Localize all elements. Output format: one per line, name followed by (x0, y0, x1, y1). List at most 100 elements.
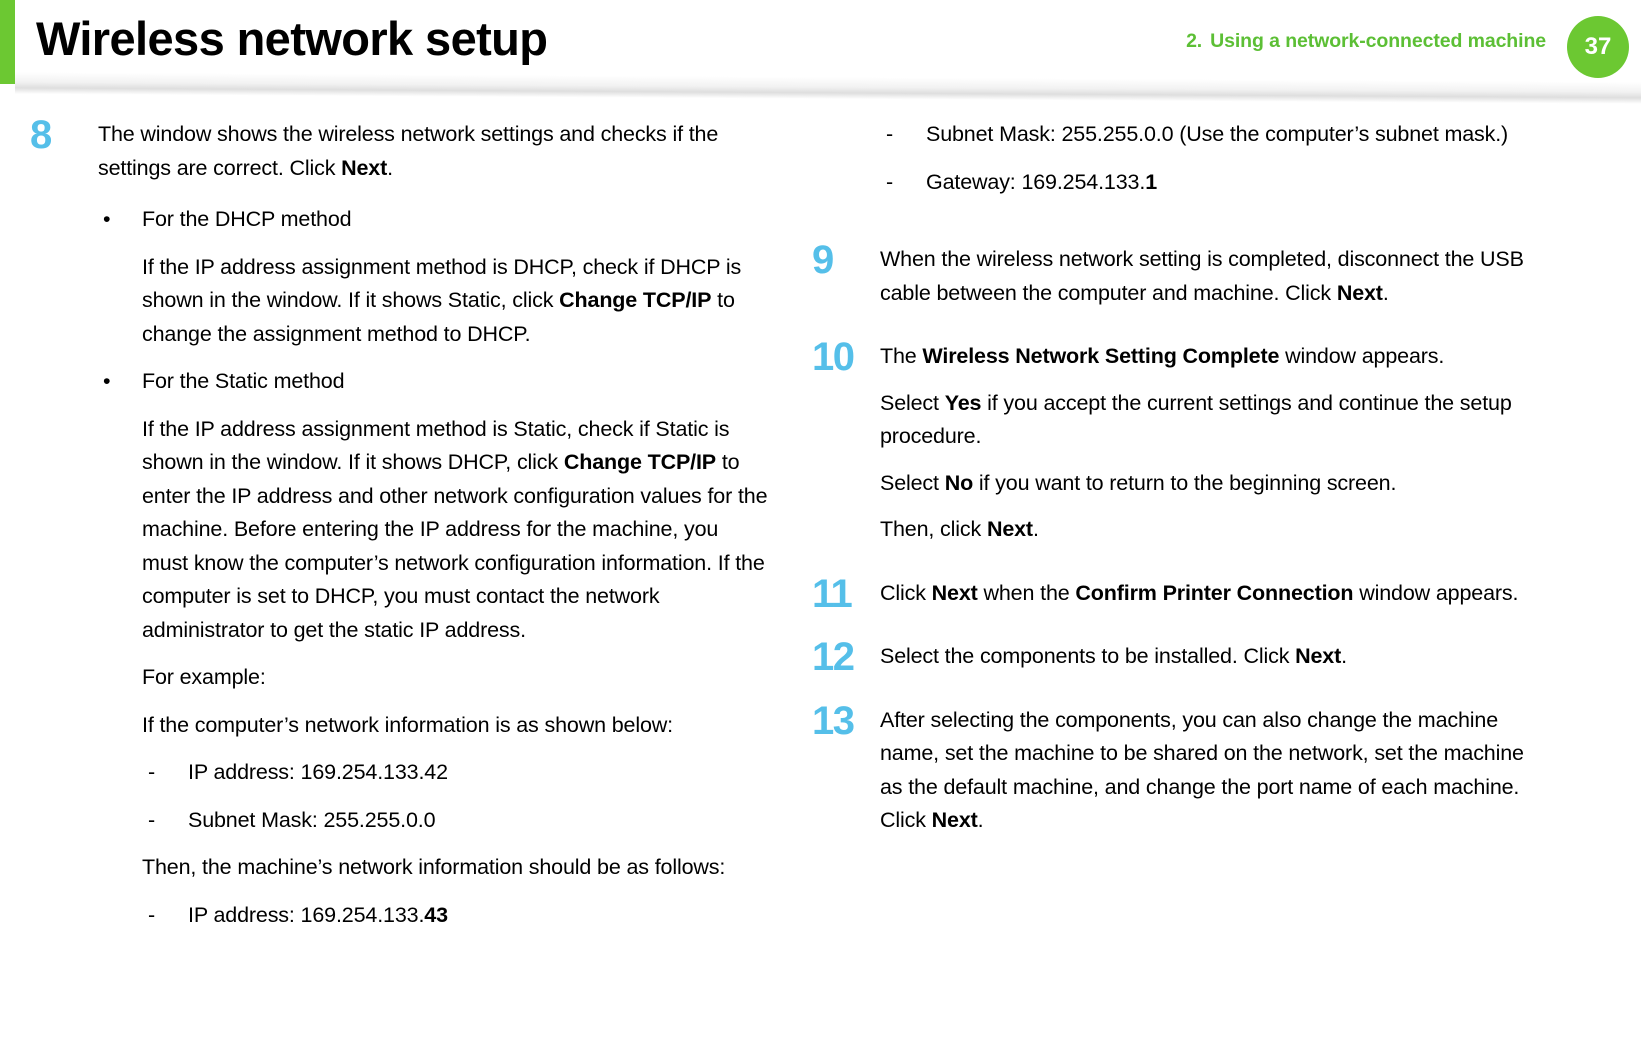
step-11: 11 Click Next when the Confirm Printer C… (812, 573, 1552, 615)
bold-window-name: Confirm Printer Connection (1075, 580, 1354, 605)
text-fragment: If the IP address assignment method is D… (142, 254, 742, 313)
step-body: The window shows the wireless network se… (98, 118, 770, 932)
step-body: The Wireless Network Setting Complete wi… (880, 340, 1552, 547)
text-fragment: . (1032, 517, 1039, 541)
text-fragment: if you want to return to the beginning s… (973, 470, 1397, 495)
step-12: 12 Select the components to be installed… (812, 636, 1552, 678)
left-column: 8 The window shows the wireless network … (30, 114, 770, 954)
step-body: Select the components to be installed. C… (880, 640, 1552, 674)
step-number: 10 (812, 335, 855, 379)
step-paragraph: The Wireless Network Setting Complete wi… (880, 340, 1552, 374)
text-fragment: . (977, 808, 984, 832)
green-accent-bar (0, 0, 15, 84)
page-content: 8 The window shows the wireless network … (0, 114, 1641, 1051)
machine-network-intro: Then, the machine’s network information … (142, 855, 726, 879)
computer-network-intro: If the computer’s network information is… (142, 712, 673, 737)
page-number-badge: 37 (1567, 16, 1629, 78)
step-number: 13 (812, 698, 855, 743)
text-fragment: . (1341, 644, 1347, 668)
bold-yes: Yes (944, 390, 982, 415)
value-text: IP address: 169.254.133.42 (188, 760, 448, 784)
chapter-number: 2. (1186, 30, 1203, 52)
list-item: - IP address: 169.254.133.43 (142, 899, 770, 933)
text-fragment: Select (880, 390, 945, 415)
value-text: Gateway: 169.254.133. (926, 169, 1146, 194)
step-paragraph: Click Next when the Confirm Printer Conn… (880, 577, 1552, 611)
bold-window-name: Wireless Network Setting Complete (922, 344, 1280, 368)
bullet-paragraph: If the IP address assignment method is S… (142, 413, 770, 648)
bullet-item-static: • For the Static method If the IP addres… (98, 365, 770, 932)
computer-values-list: - IP address: 169.254.133.42 - Subnet Ma… (142, 756, 770, 837)
step-number: 9 (812, 238, 834, 282)
chapter-title: Using a network-connected machine (1210, 30, 1546, 52)
continued-values-list: - Subnet Mask: 255.255.0.0 (Use the comp… (880, 118, 1552, 199)
text-fragment: Then, click (880, 517, 987, 541)
step-9: 9 When the wireless network setting is c… (812, 239, 1552, 310)
step-13: 13 After selecting the components, you c… (812, 700, 1552, 838)
bold-next: Next (931, 808, 978, 832)
step-number: 12 (812, 635, 855, 679)
text-fragment: Select the components to be installed. C… (880, 644, 1296, 668)
list-item: - IP address: 169.254.133.42 (142, 756, 770, 790)
list-item: - Gateway: 169.254.133.1 (880, 166, 1552, 200)
value-text: Subnet Mask: 255.255.0.0 (Use the comput… (926, 122, 1509, 146)
list-item: - Subnet Mask: 255.255.0.0 (Use the comp… (880, 118, 1552, 152)
bold-next: Next (986, 517, 1033, 541)
text-fragment: to change the assignment method to DHCP. (142, 288, 735, 346)
list-item: - Subnet Mask: 255.255.0.0 (142, 804, 770, 838)
bold-next: Next (931, 580, 978, 605)
value-text: IP address: 169.254.133. (188, 902, 425, 927)
bold-no: No (944, 470, 974, 495)
step-paragraph: Select Yes if you accept the current set… (880, 387, 1552, 454)
page-title: Wireless network setup (36, 12, 548, 65)
text-fragment: window appears. (1279, 344, 1445, 368)
method-bullet-list: • For the DHCP method If the IP address … (98, 203, 770, 932)
step-body: When the wireless network setting is com… (880, 243, 1552, 310)
bullet-dot-icon: • (103, 207, 111, 231)
page-header: Wireless network setup 2. Using a network… (0, 0, 1641, 104)
step-body: After selecting the components, you can … (880, 704, 1552, 838)
bullet-item-dhcp: • For the DHCP method If the IP address … (98, 203, 770, 351)
header-divider (15, 72, 1641, 104)
dash-marker-icon: - (148, 902, 156, 927)
text-fragment: After selecting the components, you can … (880, 707, 1524, 833)
dash-marker-icon: - (148, 760, 156, 784)
dash-marker-icon: - (148, 807, 156, 832)
bold-next: Next (1336, 280, 1383, 305)
bold-next: Next (1295, 644, 1342, 668)
chapter-breadcrumb: 2. Using a network-connected machine (1186, 30, 1546, 53)
bold-change-tcpip: Change TCP/IP (563, 450, 716, 474)
step-8-intro: The window shows the wireless network se… (98, 118, 770, 185)
bullet-paragraph: If the IP address assignment method is D… (142, 251, 770, 352)
text-fragment: Click (880, 580, 932, 605)
value-bold-tail: 43 (424, 902, 448, 927)
text-fragment: . (1382, 280, 1389, 305)
spacer (812, 199, 1552, 243)
step-number: 11 (812, 571, 853, 616)
text-fragment: The window shows the wireless network se… (98, 122, 719, 180)
text-fragment: . (387, 155, 393, 180)
bold-change-tcpip: Change TCP/IP (559, 288, 712, 312)
step-paragraph: When the wireless network setting is com… (880, 243, 1552, 310)
step-body: Click Next when the Confirm Printer Conn… (880, 577, 1552, 611)
bullet-heading: For the DHCP method (142, 207, 352, 231)
step-paragraph: After selecting the components, you can … (880, 704, 1552, 838)
text-fragment: if you accept the current settings and c… (880, 390, 1512, 449)
bullet-dot-icon: • (103, 369, 111, 393)
text-fragment: The (880, 344, 923, 368)
text-fragment: to enter the IP address and other networ… (142, 450, 768, 642)
text-fragment: window appears. (1353, 580, 1519, 605)
step-number: 8 (30, 113, 52, 157)
bold-next: Next (341, 155, 388, 180)
step-paragraph: Then, click Next. (880, 513, 1552, 547)
text-fragment: Select (880, 470, 945, 495)
dash-marker-icon: - (886, 169, 894, 194)
dash-marker-icon: - (886, 122, 894, 146)
value-text: Subnet Mask: 255.255.0.0 (188, 807, 436, 832)
bullet-heading: For the Static method (142, 369, 345, 393)
for-example-label: For example: (142, 665, 266, 689)
value-bold-tail: 1 (1145, 169, 1157, 194)
step-paragraph: Select No if you want to return to the b… (880, 467, 1552, 501)
text-fragment: when the (977, 580, 1076, 605)
step-paragraph: Select the components to be installed. C… (880, 640, 1552, 674)
